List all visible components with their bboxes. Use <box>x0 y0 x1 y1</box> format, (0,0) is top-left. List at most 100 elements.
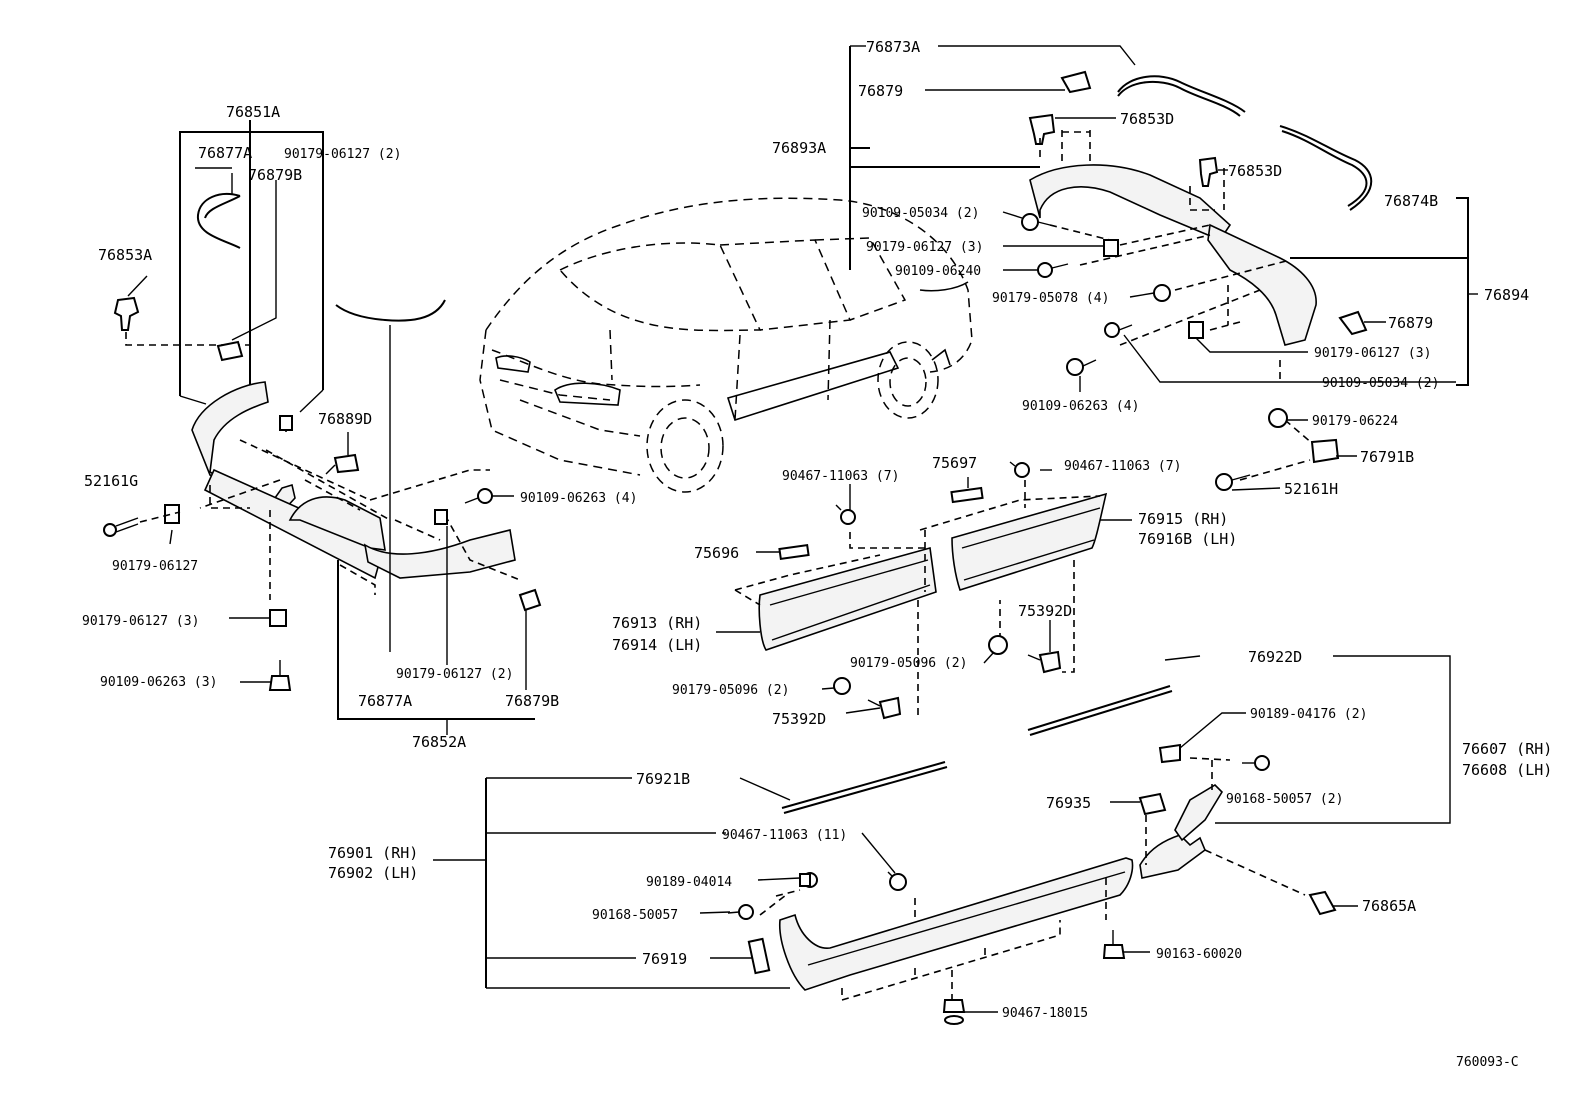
clip-76935-icon <box>1138 792 1167 816</box>
label-90109-05034-2a: 90109-05034 (2) <box>862 206 979 221</box>
label-90109-06263-3: 90109-06263 (3) <box>100 675 217 690</box>
nut-90179-06224-icon <box>1268 408 1288 428</box>
label-76853D-b: 76853D <box>1228 162 1282 180</box>
label-90109-05034-2b: 90109-05034 (2) <box>1322 376 1439 391</box>
clip-76889D-a-icon <box>279 415 293 431</box>
label-76853D-a: 76853D <box>1120 110 1174 128</box>
label-75392D-b: 75392D <box>772 710 826 728</box>
label-90109-06240: 90109-06240 <box>895 264 981 279</box>
label-76879-b: 76879 <box>1388 314 1433 332</box>
label-90179-06224: 90179-06224 <box>1312 414 1398 429</box>
molding-76913-icon <box>758 546 937 651</box>
screw-75392D-a-icon <box>1027 650 1062 674</box>
label-76608: 76608 (LH) <box>1462 761 1552 779</box>
label-90179-06127-2b: 90179-06127 (2) <box>396 667 513 682</box>
label-76913: 76913 (RH) <box>612 614 702 632</box>
bolt-90109-06240-icon <box>1037 262 1069 278</box>
nut-90467-18015-icon <box>942 999 966 1025</box>
clip-90189-04176-icon <box>1158 743 1181 764</box>
label-90179-05096-2b: 90179-05096 (2) <box>672 683 789 698</box>
label-90179-05078-4: 90179-05078 (4) <box>992 291 1109 306</box>
clip-90467-11063-b-icon <box>1009 461 1030 478</box>
grommet-90179-05096-a-icon <box>988 635 1008 655</box>
label-90168-50057-2: 90168-50057 (2) <box>1226 792 1343 807</box>
label-76901: 76901 (RH) <box>328 844 418 862</box>
clip-76853A-icon <box>113 296 140 331</box>
clip-90467-11063-a-icon <box>835 504 856 525</box>
label-76865A: 76865A <box>1362 897 1416 915</box>
label-90179-06127: 90179-06127 <box>112 559 198 574</box>
label-76877A-a: 76877A <box>198 144 252 162</box>
label-90109-06263-4a: 90109-06263 (4) <box>520 491 637 506</box>
end-cap-76607-icon <box>1139 834 1206 879</box>
clip-76889D-icon <box>333 453 360 474</box>
label-52161G: 52161G <box>84 472 138 490</box>
clip-90467-11063-11-icon <box>887 871 907 891</box>
bolt-90109-06263-4b-icon <box>1066 358 1097 376</box>
label-76874B: 76874B <box>1384 192 1438 210</box>
label-76873A: 76873A <box>866 38 920 56</box>
label-75696: 75696 <box>694 544 739 562</box>
label-90179-05096-2a: 90179-05096 (2) <box>850 656 967 671</box>
label-90168-50057: 90168-50057 <box>592 908 678 923</box>
label-75392D-a: 75392D <box>1018 602 1072 620</box>
pad-76919-icon <box>747 937 771 975</box>
label-76851A: 76851A <box>226 103 280 121</box>
label-52161H: 52161H <box>1284 480 1338 498</box>
grommet-90179-05096-b-icon <box>833 677 851 695</box>
label-76607: 76607 (RH) <box>1462 740 1552 758</box>
screw-75392D-b-icon <box>867 696 902 720</box>
tape-75697-icon <box>950 486 984 504</box>
label-90467-18015: 90467-18015 <box>1002 1006 1088 1021</box>
clip-76879-a-icon <box>1060 70 1092 94</box>
label-76894: 76894 <box>1484 286 1529 304</box>
front-spoiler-group <box>103 120 542 735</box>
label-76916B: 76916B (LH) <box>1138 530 1237 548</box>
clip-76879-b-icon <box>1338 310 1368 336</box>
label-76877A-b: 76877A <box>358 692 412 710</box>
label-76919: 76919 <box>642 950 687 968</box>
label-76922D: 76922D <box>1248 648 1302 666</box>
label-90179-06127-3c: 90179-06127 (3) <box>1314 346 1431 361</box>
screw-90163-60020-icon <box>1102 930 1126 959</box>
grommet-90179-05078-icon <box>1153 284 1171 302</box>
nut-90179-06127-3b-icon <box>1103 239 1119 257</box>
label-90189-04176-2: 90189-04176 (2) <box>1250 707 1367 722</box>
tape-75696-icon <box>778 543 810 561</box>
label-75697: 75697 <box>932 454 977 472</box>
label-90179-06127-3a: 90179-06127 (3) <box>82 614 199 629</box>
bolt-90109-05034-a-icon <box>1021 213 1055 231</box>
label-76921B: 76921B <box>636 770 690 788</box>
label-76902: 76902 (LH) <box>328 864 418 882</box>
bolt-90109-06263-3-icon <box>268 660 292 691</box>
bolt-52161H-icon <box>1215 473 1251 491</box>
clip-76853D-b-icon <box>1198 156 1219 187</box>
label-90109-06263-4b: 90109-06263 (4) <box>1022 399 1139 414</box>
label-90467-11063-11: 90467-11063 (11) <box>722 828 847 843</box>
rocker-76901-icon <box>779 857 1134 991</box>
label-76879-a: 76879 <box>858 82 903 100</box>
nut-90179-06127-icon <box>164 504 180 524</box>
label-76791B: 76791B <box>1360 448 1414 466</box>
label-90163-60020: 90163-60020 <box>1156 947 1242 962</box>
bolt-90109-06263-icon <box>464 488 493 504</box>
label-76879B-b: 76879B <box>505 692 559 710</box>
bracket-76791B-icon <box>1310 438 1340 464</box>
nut-90179-06127-3c-icon <box>1188 321 1204 339</box>
label-76879B-a: 76879B <box>248 166 302 184</box>
clip-90189-04014-icon <box>799 872 818 888</box>
label-90467-11063-7a: 90467-11063 (7) <box>782 469 899 484</box>
rocker-panel-group <box>433 655 1451 1025</box>
bolt-52161G-icon <box>103 517 139 537</box>
rear-spoiler-group <box>849 45 1478 491</box>
label-90189-04014: 90189-04014 <box>646 875 732 890</box>
clip-76879B-b-icon <box>518 588 542 612</box>
door-molding-group <box>716 461 1132 720</box>
label-760093-C: 760093-C <box>1456 1055 1519 1070</box>
nut-90179-06127-b-icon <box>434 509 448 525</box>
clip-76853D-a-icon <box>1028 113 1056 145</box>
label-76914: 76914 (LH) <box>612 636 702 654</box>
car-outline <box>479 197 973 493</box>
label-90179-06127-3b: 90179-06127 (3) <box>866 240 983 255</box>
nut-90179-06127-3-icon <box>269 609 287 627</box>
